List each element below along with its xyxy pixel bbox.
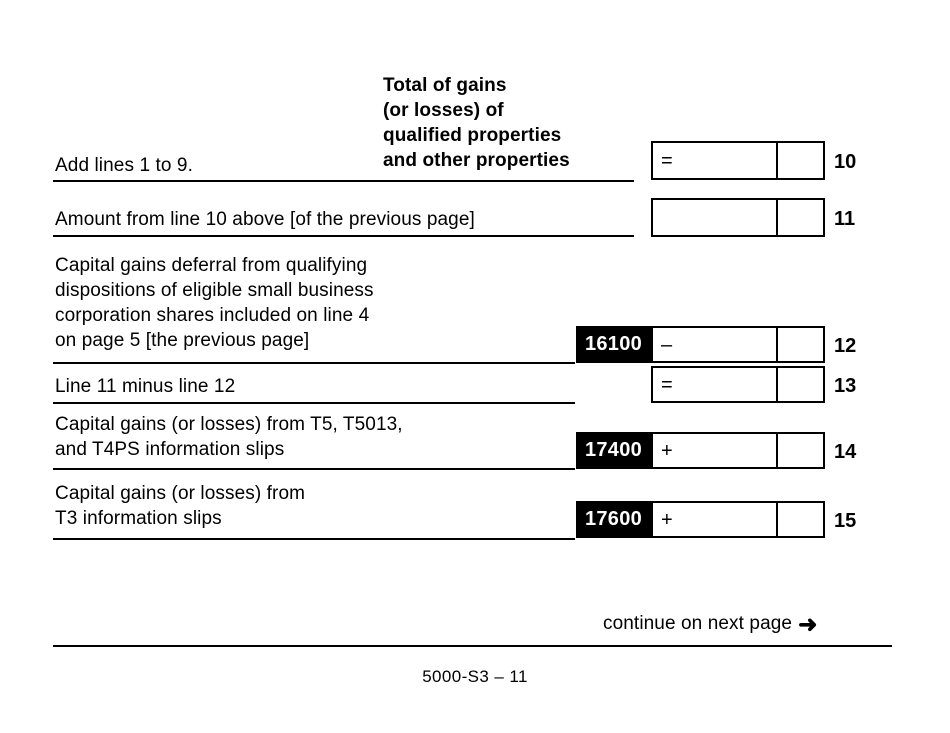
row-rule-14 — [53, 468, 575, 470]
amount-box-10[interactable]: = — [651, 141, 825, 180]
amount-box-12[interactable]: – — [651, 326, 825, 363]
row-rule-11 — [53, 235, 634, 237]
row-rule-15 — [53, 538, 575, 540]
line-number-10: 10 — [834, 151, 857, 173]
operator-13: = — [661, 373, 673, 396]
line-number-15: 15 — [834, 510, 857, 532]
continue-label: continue on next page — [603, 612, 793, 634]
line-number-14: 14 — [834, 441, 857, 463]
cents-field-10[interactable] — [776, 143, 823, 178]
amount-field-10[interactable]: = — [653, 143, 776, 178]
arrow-right-icon: ➜ — [798, 611, 818, 637]
operator-14: + — [661, 439, 673, 462]
field-code-14: 17400 — [576, 432, 651, 469]
cents-field-13[interactable] — [776, 368, 823, 401]
amount-field-11[interactable] — [653, 200, 776, 235]
row-rule-13 — [53, 402, 575, 404]
amount-box-15[interactable]: + — [651, 501, 825, 538]
form-id: 5000-S3 – 11 — [422, 667, 528, 686]
row-label-12: Capital gains deferral from qualifying d… — [55, 255, 374, 351]
amount-field-13[interactable]: = — [653, 368, 776, 401]
column-header: Total of gains (or losses) of qualified … — [383, 75, 570, 171]
amount-field-15[interactable]: + — [653, 503, 776, 536]
row-label-13: Line 11 minus line 12 — [55, 376, 236, 397]
row-label-14: Capital gains (or losses) from T5, T5013… — [55, 414, 403, 460]
field-code-12: 16100 — [576, 326, 651, 363]
operator-15: + — [661, 508, 673, 531]
field-code-15: 17600 — [576, 501, 651, 538]
footer-rule — [53, 645, 892, 647]
line-number-13: 13 — [834, 375, 857, 397]
cents-field-15[interactable] — [776, 503, 823, 536]
continue-next-page: continue on next page ➜ — [603, 611, 818, 637]
amount-field-12[interactable]: – — [653, 328, 776, 361]
row-label-15: Capital gains (or losses) from T3 inform… — [55, 483, 306, 529]
row-rule-10 — [53, 180, 634, 182]
operator-10: = — [661, 149, 673, 172]
row-label-11: Amount from line 10 above [of the previo… — [55, 209, 475, 230]
amount-box-11[interactable] — [651, 198, 825, 237]
amount-box-14[interactable]: + — [651, 432, 825, 469]
line-number-12: 12 — [834, 335, 857, 357]
operator-12: – — [661, 333, 673, 356]
cents-field-14[interactable] — [776, 434, 823, 467]
line-number-11: 11 — [834, 208, 856, 230]
row-rule-12 — [53, 362, 575, 364]
cents-field-12[interactable] — [776, 328, 823, 361]
amount-field-14[interactable]: + — [653, 434, 776, 467]
cents-field-11[interactable] — [776, 200, 823, 235]
amount-box-13[interactable]: = — [651, 366, 825, 403]
row-label-10: Add lines 1 to 9. — [55, 155, 193, 176]
